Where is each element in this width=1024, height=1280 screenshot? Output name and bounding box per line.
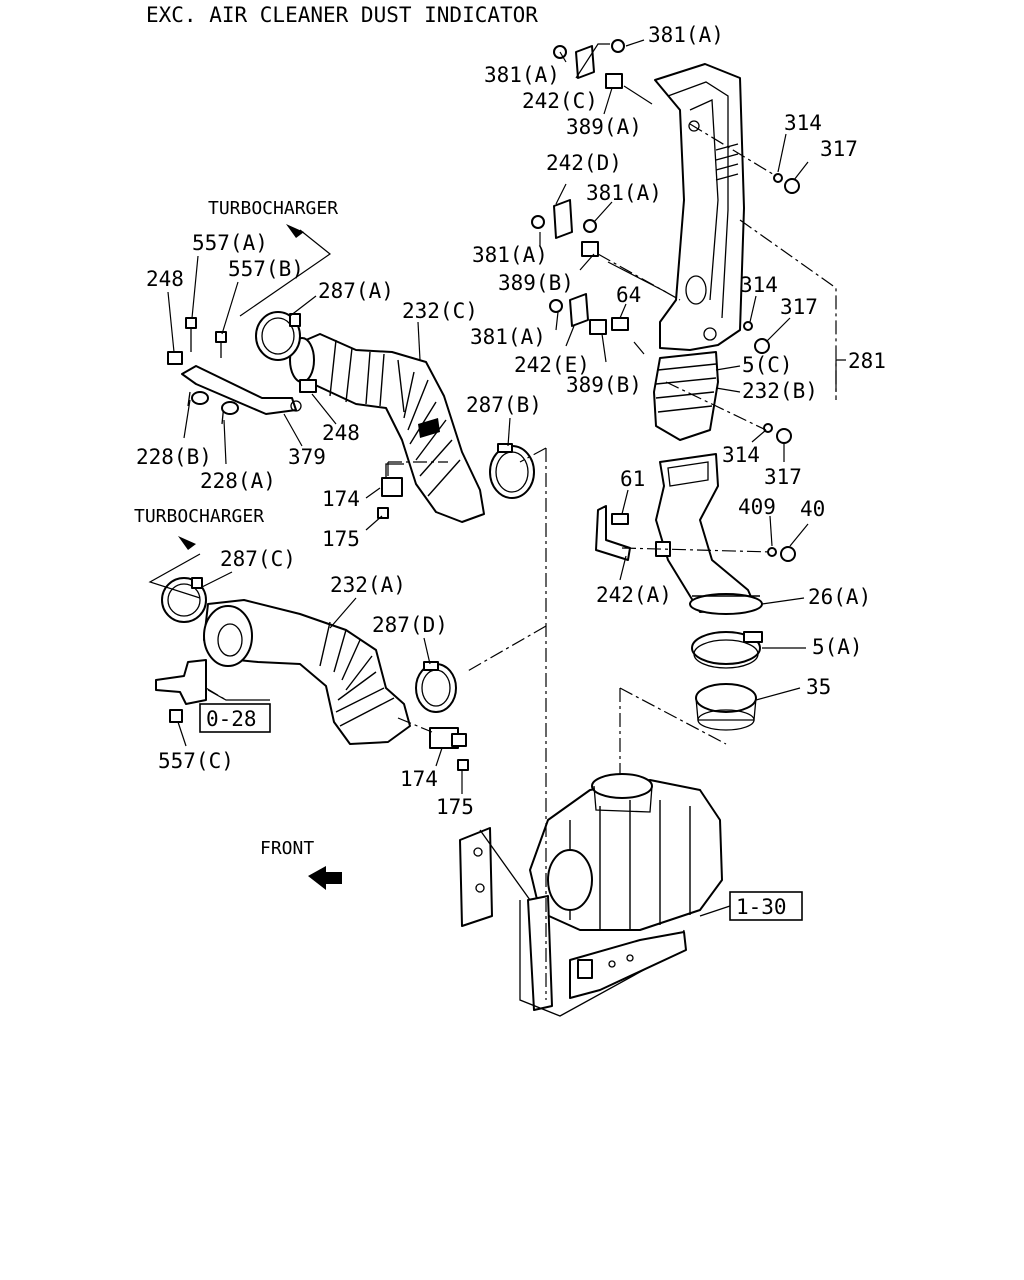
label-5c: 5(C) [742,353,793,377]
bolt-175-top [377,507,389,519]
label-175-top: 175 [322,527,360,551]
label-242d: 242(D) [546,151,622,175]
label-389b-top: 389(B) [498,271,574,295]
front-arrow-icon [308,866,342,890]
hose-232a [203,599,411,745]
label-381a-mid: 381(A) [586,181,662,205]
label-314-mid: 314 [740,273,778,297]
label-35: 35 [806,675,831,699]
label-287c: 287(C) [220,547,296,571]
turbocharger-label-top: TURBOCHARGER [208,198,338,219]
clamp-5a [691,631,763,669]
label-557c: 557(C) [158,749,234,773]
label-381a-top: 381(A) [648,23,724,47]
bolt-557a [185,317,197,352]
label-381a-mid-left: 381(A) [472,243,548,267]
label-228a: 228(A) [200,469,276,493]
label-389b-low: 389(B) [566,373,642,397]
label-381a-left-top: 381(A) [484,63,560,87]
label-287a: 287(A) [318,279,394,303]
label-317-low: 317 [764,465,802,489]
clamp-287a [255,311,301,361]
label-248-mid: 248 [322,421,360,445]
air-cleaner [459,773,723,1017]
leader-lines [148,39,846,917]
label-287b: 287(B) [466,393,542,417]
clip-248-mid [299,379,317,393]
label-248-left: 248 [146,267,184,291]
label-287d: 287(D) [372,613,448,637]
sensor-174-low [429,727,467,749]
bent-duct-26a [655,453,763,615]
label-61: 61 [620,467,645,491]
ref-1-30-label: 1-30 [736,895,787,919]
ref-box-1-30: 1-30 [729,891,803,921]
label-174-low: 174 [400,767,438,791]
label-557a: 557(A) [192,231,268,255]
label-232c: 232(C) [402,299,478,323]
label-557b: 557(B) [228,257,304,281]
ref-box-0-28: 0-28 [199,703,271,733]
label-242e: 242(E) [514,353,590,377]
label-281: 281 [848,349,886,373]
bracket-242e [549,293,629,335]
bolt-175-low [457,759,469,771]
label-26a: 26(A) [808,585,871,609]
bracket-0-28 [155,659,207,723]
turbocharger-arrow-top [286,224,304,238]
label-379: 379 [288,445,326,469]
label-5a: 5(A) [812,635,863,659]
bolt-557b [215,331,227,358]
label-381a-low: 381(A) [470,325,546,349]
bracket-242d [531,199,599,257]
label-242c: 242(C) [522,89,598,113]
bracket-242c [553,39,625,89]
sensor-174-top [381,463,404,497]
alignment-lines [205,123,837,1000]
pipe-379 [181,365,302,425]
label-64: 64 [616,283,641,307]
label-317-top: 317 [820,137,858,161]
label-174-top: 174 [322,487,360,511]
diagram-title: EXC. AIR CLEANER DUST INDICATOR [146,3,538,27]
label-232a: 232(A) [330,573,406,597]
clip-248-left [167,351,183,365]
clamp-287b [489,443,535,499]
front-label: FRONT [260,838,314,859]
label-228b: 228(B) [136,445,212,469]
ring-35 [695,683,757,731]
intake-duct-assembly [653,63,745,441]
washer-nut-317-group [743,173,800,562]
part-labels: 381(A) 381(A) 242(C) 389(A) 314 317 242(… [136,23,886,819]
ref-0-28-label: 0-28 [206,707,257,731]
label-314-top: 314 [784,111,822,135]
clamp-287c [161,577,207,623]
label-409: 409 [738,495,776,519]
label-317-mid: 317 [780,295,818,319]
label-242a: 242(A) [596,583,672,607]
label-314-low: 314 [722,443,760,467]
label-389a: 389(A) [566,115,642,139]
turbocharger-arrow-mid [178,536,196,550]
label-232b: 232(B) [742,379,818,403]
clamp-287d [415,661,457,713]
label-40: 40 [800,497,825,521]
label-175-low: 175 [436,795,474,819]
turbocharger-label-mid: TURBOCHARGER [134,506,264,527]
